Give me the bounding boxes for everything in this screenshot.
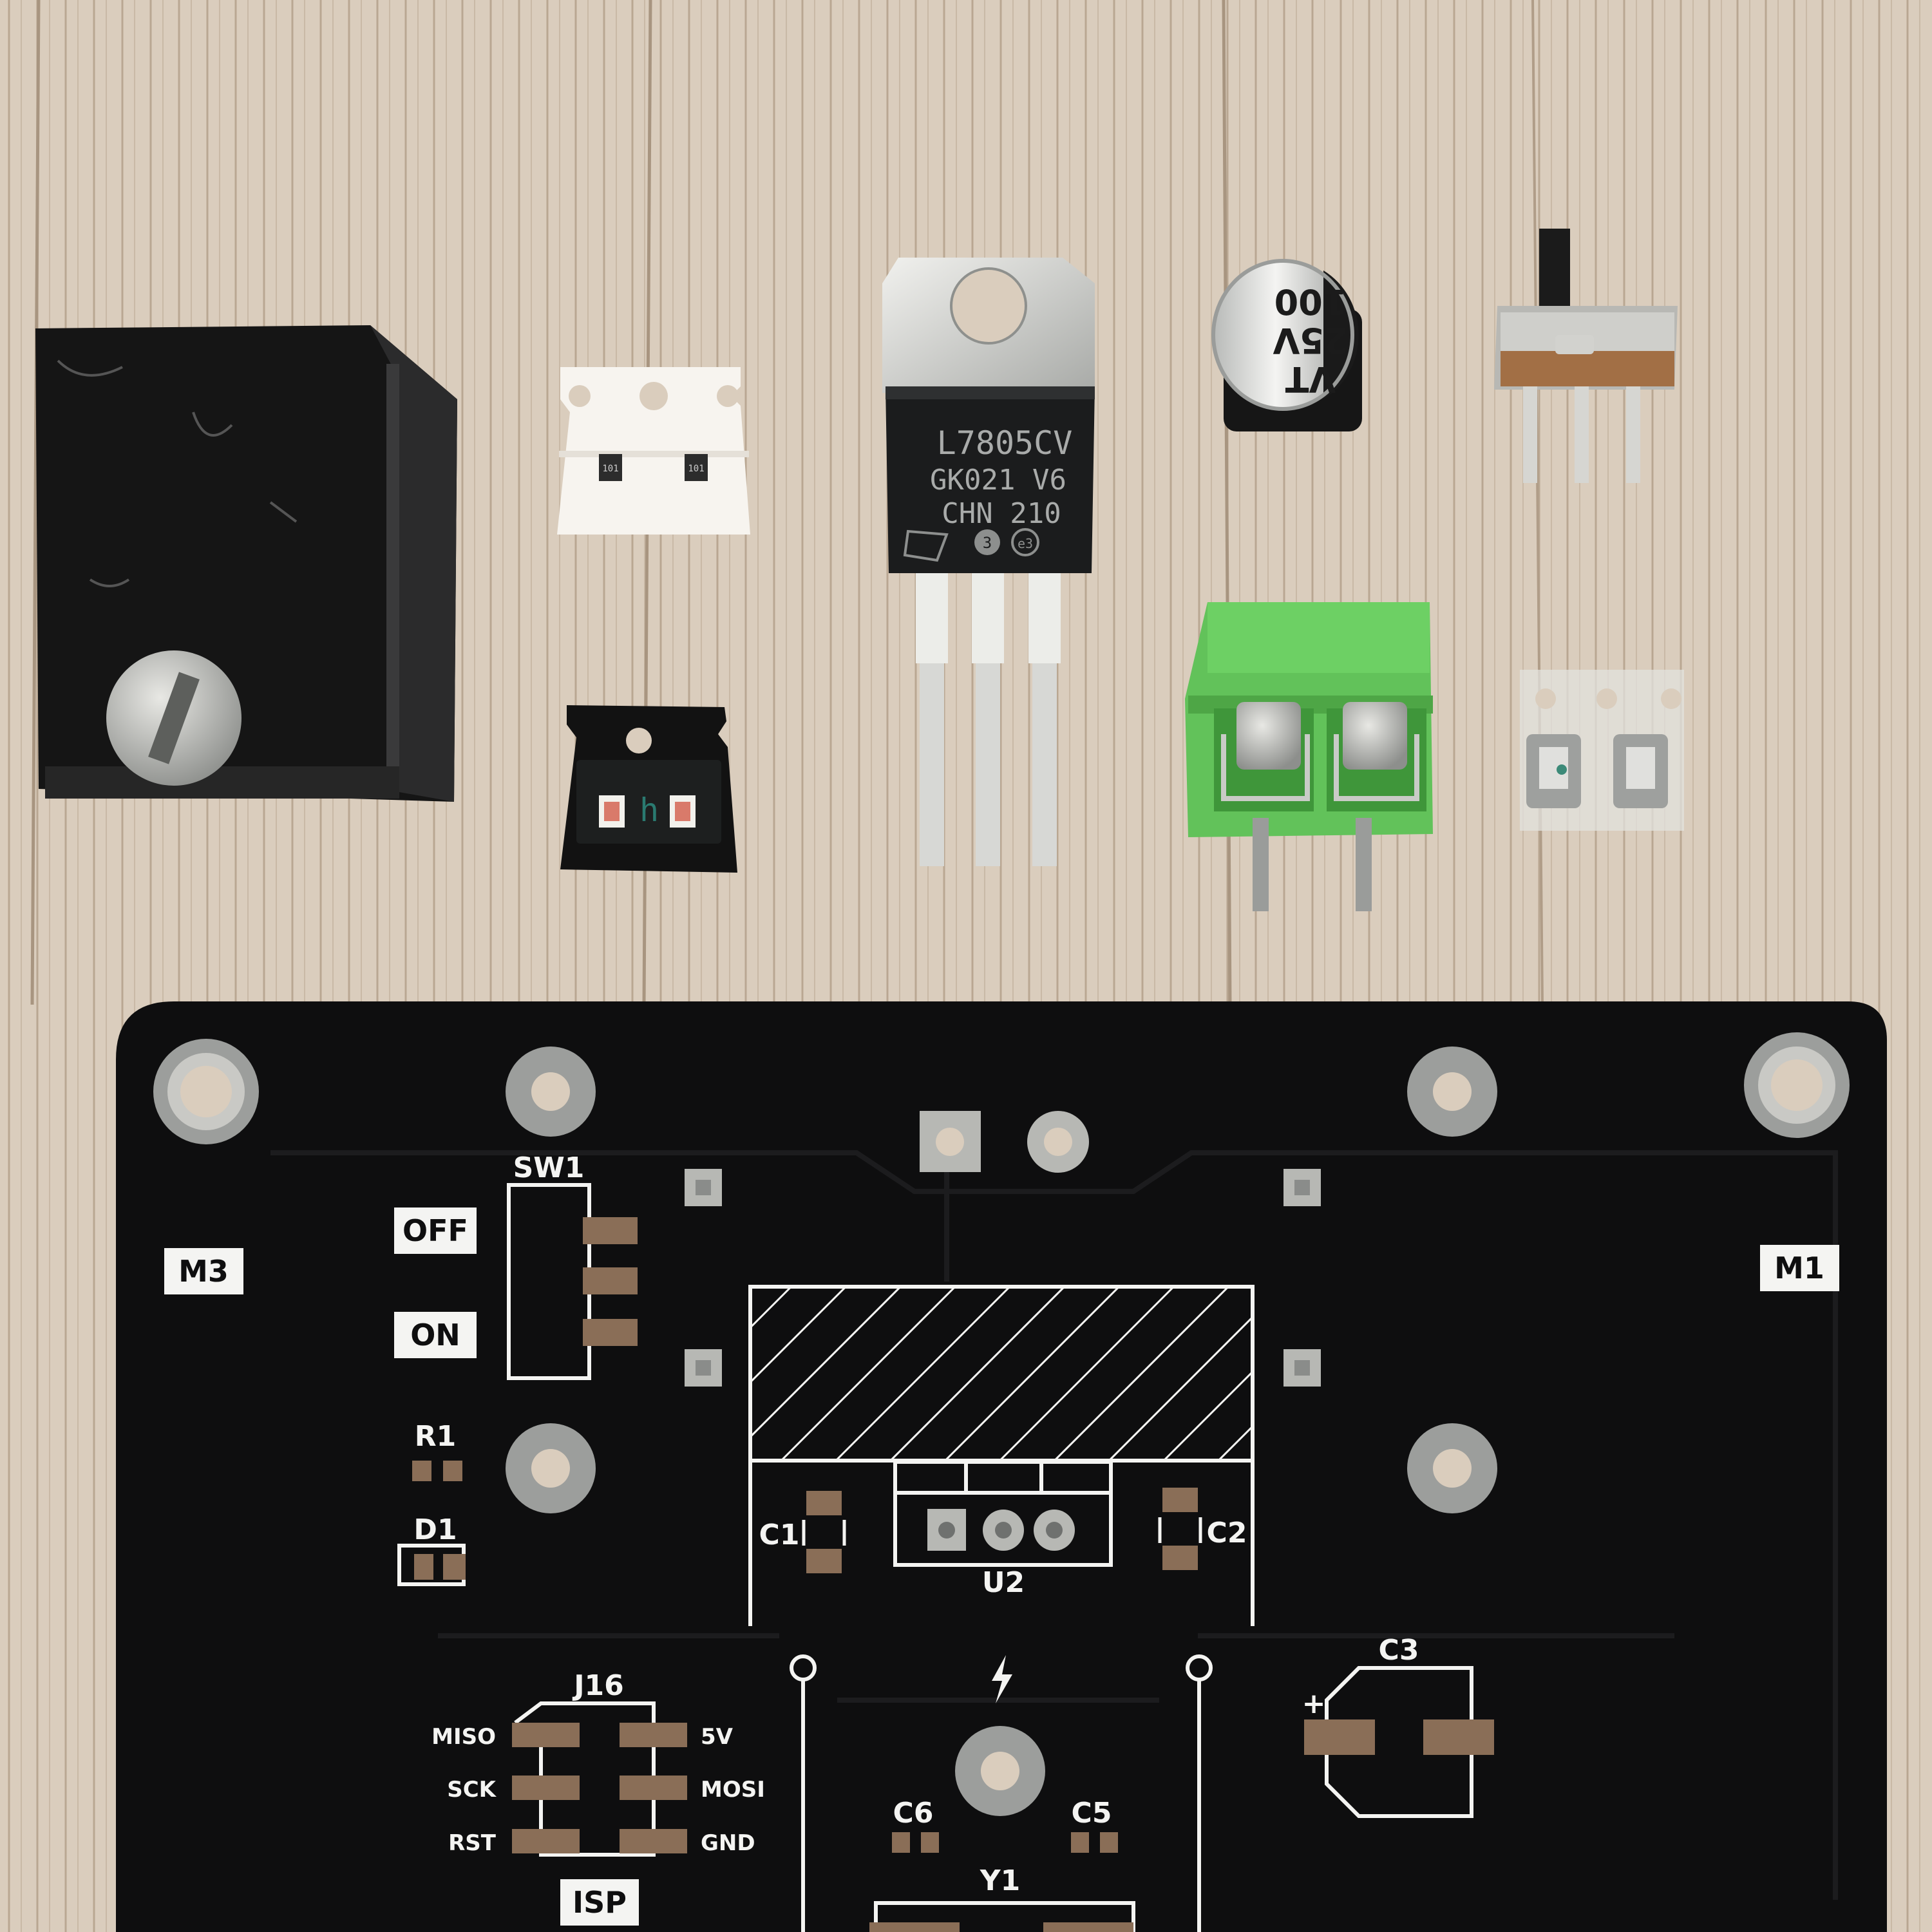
on-label: ON [410, 1318, 460, 1352]
capacitor-marking-value: 100 [1274, 281, 1347, 322]
d1-label: D1 [413, 1513, 457, 1546]
via-hole-3 [506, 1423, 596, 1513]
c5-label: C5 [1072, 1797, 1112, 1830]
mounting-hole-top-right [1744, 1032, 1850, 1138]
slide-switch [1494, 229, 1678, 483]
led-tape: h [560, 705, 737, 873]
sck-label: SCK [447, 1777, 497, 1803]
rst-label: RST [448, 1830, 497, 1856]
switch-actuator [1539, 229, 1570, 319]
miso-label: MISO [431, 1724, 496, 1750]
r1-label: R1 [415, 1420, 457, 1453]
pcb-board: SW1 OFF ON M3 M1 R1 D1 U2 C1 [116, 1001, 1887, 1932]
resistor-tape: 101 101 [557, 367, 750, 535]
regulator-marking-line-3: CHN 210 [942, 497, 1061, 530]
j16-label: J16 [572, 1669, 624, 1702]
resistor-marking: 101 [602, 464, 618, 474]
lightning-icon [992, 1655, 1012, 1703]
y1-label: Y1 [980, 1864, 1020, 1897]
gnd-label: GND [701, 1830, 755, 1856]
via-hole-1 [506, 1046, 596, 1137]
isp-label: ISP [573, 1885, 627, 1920]
led-tape-marking: h [639, 791, 659, 829]
5v-label: 5V [701, 1724, 734, 1750]
mounting-hole-top-left [153, 1039, 259, 1144]
voltage-regulator: L7805CV GK021 V6 CHN 210 3 e3 [882, 258, 1095, 866]
heatsink [35, 325, 457, 802]
u2-outline [893, 1460, 1113, 1567]
via-hole-4 [1407, 1423, 1497, 1513]
terminal-block [1185, 602, 1433, 911]
electrolytic-capacitor: VT 25V 100 [1211, 259, 1362, 431]
regulator-marking-line-2: GK021 V6 [930, 464, 1066, 497]
u2-label: U2 [982, 1566, 1025, 1599]
regulator-marking-line-1: L7805CV [937, 424, 1073, 462]
c2-label: C2 [1207, 1517, 1247, 1549]
m3-label: M3 [178, 1254, 229, 1289]
c3-outline [1325, 1666, 1473, 1818]
sw1-label: SW1 [513, 1151, 585, 1184]
off-label: OFF [402, 1213, 468, 1248]
c6-label: C6 [893, 1797, 934, 1830]
regulator-badge-2: e3 [1018, 536, 1033, 551]
via-hole-5 [955, 1726, 1045, 1816]
c3-label: C3 [1379, 1634, 1419, 1667]
capacitor-marking-vt: VT [1285, 359, 1336, 399]
capacitor-marking-voltage: 25V [1273, 320, 1348, 361]
via-hole-2 [1407, 1046, 1497, 1137]
u2-heatsink-area [748, 1285, 1255, 1463]
m1-label: M1 [1774, 1251, 1824, 1285]
mosi-label: MOSI [701, 1777, 765, 1803]
c3-plus-label: + [1302, 1687, 1326, 1720]
resistor-marking-2: 101 [688, 464, 704, 474]
st-logo-icon [903, 529, 949, 562]
regulator-badge-1: 3 [983, 534, 992, 552]
smd-clear-tape [1520, 670, 1684, 831]
c1-label: C1 [759, 1519, 800, 1551]
